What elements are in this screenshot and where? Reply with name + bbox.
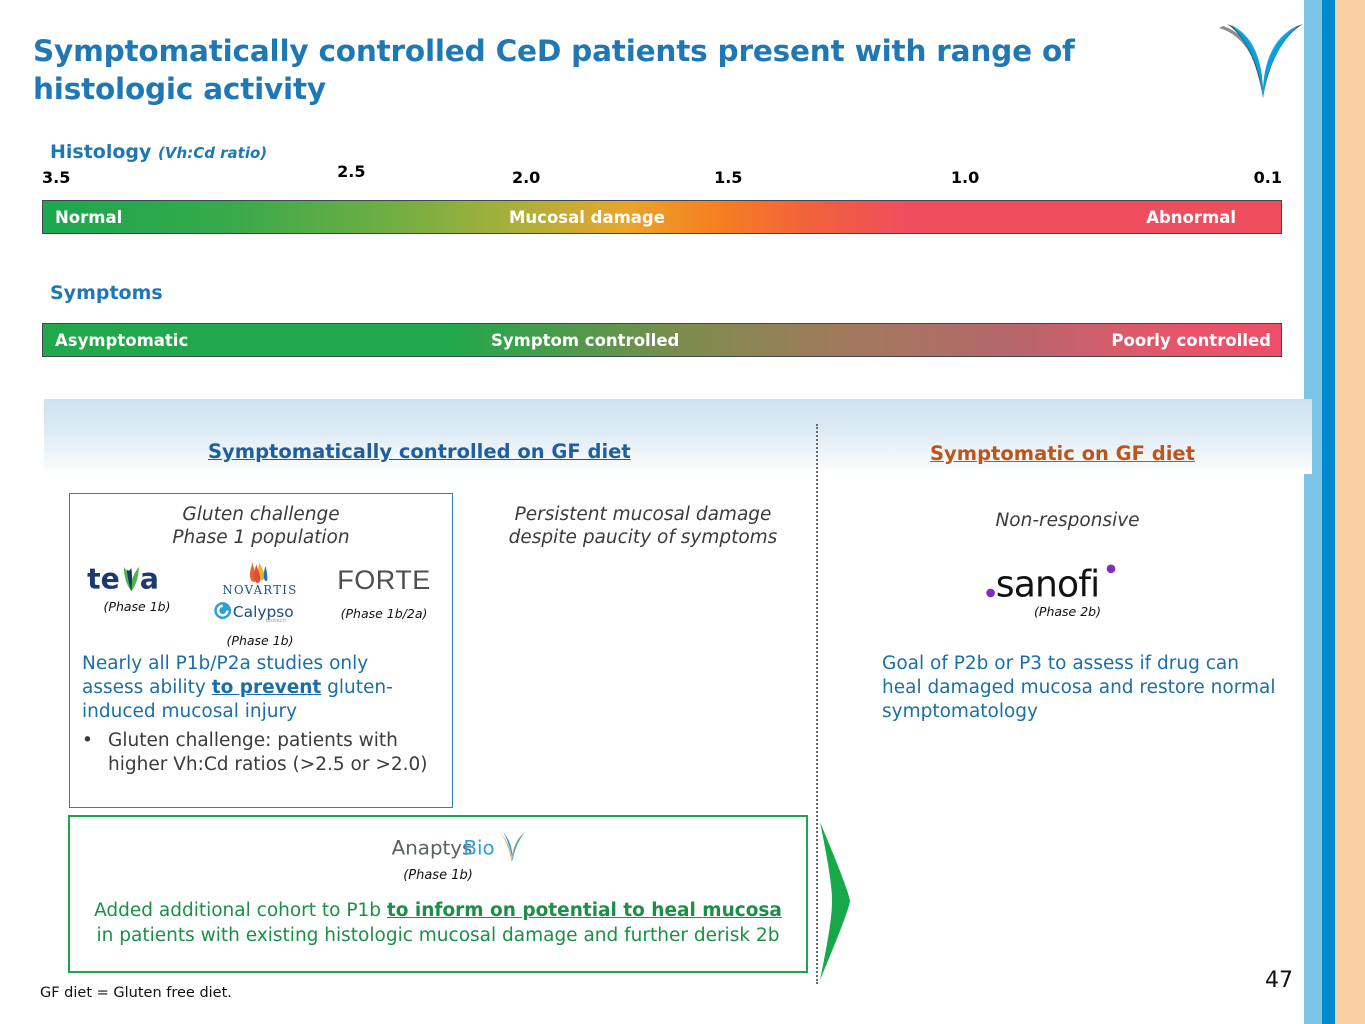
left-paragraph-emphasis: to prevent [211,677,322,699]
histology-bar-label-center: Mucosal damage [509,207,665,227]
anaptysbio-phase-label: (Phase 1b) [403,868,473,883]
svg-text:Bio: Bio [463,837,494,860]
novartis-phase-label: (Phase 1b) [226,633,294,648]
left-column-heading: Symptomatically controlled on GF diet [208,440,631,463]
green-text-post: in patients with existing histologic muc… [96,925,780,947]
section-gradient-band [44,399,1312,474]
persistent-damage-caption: Persistent mucosal damage despite paucit… [508,504,778,549]
histology-tick-2-5: 2.5 [337,162,366,181]
histology-gradient-bar: Normal Mucosal damage Abnormal [42,200,1282,234]
right-column-heading: Symptomatic on GF diet [930,442,1195,465]
calypso-logo: Calypso biotech [200,600,320,627]
histology-bar-label-right: Abnormal [1146,207,1236,227]
anaptysbio-text: Added additional cohort to P1b to inform… [84,898,792,949]
green-arrow-icon [818,822,852,980]
svg-text:biotech: biotech [266,618,287,623]
sponsor-logo-row: te a (Phase 1b) NOVARTIS [72,560,450,648]
svg-text:NOVARTIS: NOVARTIS [223,583,298,597]
histology-bar-label-left: Normal [55,207,123,227]
bullet-text: Gluten challenge: patients with higher V… [108,730,428,776]
svg-text:Calypso: Calypso [233,603,294,621]
svg-text:Anaptys: Anaptys [392,837,473,860]
symptoms-section-label: Symptoms [50,282,163,304]
histology-label-text: Histology [50,141,152,163]
novartis-calypso-logo-cell: NOVARTIS Calypso biotech (Phase 1b) [200,560,320,648]
edge-stripe-light-blue [1304,0,1322,1024]
sanofi-logo: sanofi [930,560,1205,605]
teva-logo: te a [82,562,192,599]
left-column-bullet: • Gluten challenge: patients with higher… [82,729,432,777]
symptoms-label-text: Symptoms [50,282,163,304]
left-paragraph-post: gluten-induced mucosal injury [82,677,393,723]
gluten-challenge-box [69,493,453,808]
edge-stripe-blue [1322,0,1335,1024]
histology-tick-1-0: 1.0 [950,168,980,187]
histology-tick-3-5: 3.5 [42,168,71,187]
column-divider [816,424,818,984]
page-number: 47 [1265,968,1293,993]
histology-tick-2-0: 2.0 [511,168,541,187]
edge-stripe-peach [1335,0,1365,1024]
page-title: Symptomatically controlled CeD patients … [33,34,1075,107]
histology-tick-row: 3.5 2.5 2.0 1.5 1.0 0.1 [42,162,1282,190]
sanofi-logo-cell: sanofi (Phase 2b) [930,560,1205,619]
histology-sublabel-text: (Vh:Cd ratio) [158,144,268,162]
forte-logo-cell: FORTE (Phase 1b/2a) [324,565,444,621]
forte-wordmark: FORTE [337,565,431,595]
histology-tick-1-5: 1.5 [714,168,743,187]
histology-tick-0-1: 0.1 [1253,168,1282,187]
symptoms-gradient-bar: Asymptomatic Symptom controlled Poorly c… [42,323,1282,357]
gluten-caption-line: Gluten challenge [182,504,340,525]
green-text-emphasis: to inform on potential to heal mucosa [386,900,782,921]
svg-text:sanofi: sanofi [995,562,1099,600]
symptoms-bar-label-center: Symptom controlled [491,330,680,350]
anaptysbio-logo: Anaptys Bio [390,830,535,864]
novartis-logo: NOVARTIS [200,560,320,604]
teva-logo-cell: te a (Phase 1b) [82,562,192,614]
bullet-marker: • [82,730,93,751]
forte-phase-label: (Phase 1b/2a) [340,606,428,621]
company-v-logo [1213,14,1313,100]
svg-text:te: te [87,563,120,595]
non-responsive-caption: Non-responsive [995,510,1140,531]
left-column-paragraph: Nearly all P1b/P2a studies only assess a… [82,652,427,724]
symptoms-bar-label-left: Asymptomatic [55,330,189,350]
gluten-caption-line: Phase 1 population [172,527,350,549]
sanofi-phase-label: (Phase 2b) [1034,604,1101,619]
histology-section-label: Histology (Vh:Cd ratio) [50,141,267,163]
green-text-pre: Added additional cohort to P1b [94,900,387,921]
anaptysbio-box [68,815,808,973]
footnote: GF diet = Gluten free diet. [40,985,232,1001]
symptoms-bar-label-right: Poorly controlled [1111,330,1271,350]
left-paragraph-pre: Nearly all P1b/P2a studies only assess a… [82,653,369,699]
teva-phase-label: (Phase 1b) [103,599,171,614]
right-column-paragraph: Goal of P2b or P3 to assess if drug can … [882,653,1276,723]
svg-text:a: a [140,563,159,595]
